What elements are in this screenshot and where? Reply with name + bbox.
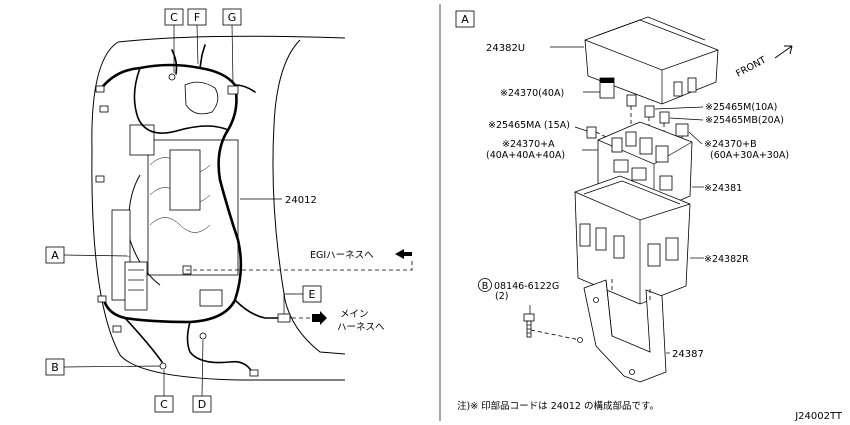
- callout-bottom-c: C: [154, 370, 174, 413]
- svg-text:A: A: [51, 249, 59, 262]
- harness-branch-3: [186, 321, 253, 373]
- label-bolt-2: (2): [495, 291, 508, 302]
- svg-text:B: B: [482, 281, 489, 292]
- body-outline: [91, 41, 345, 381]
- harness-branch-4: [124, 317, 163, 363]
- svg-text:F: F: [194, 11, 200, 24]
- bolt-circle-symbol: [478, 278, 492, 292]
- front-arrow-icon: [774, 45, 793, 59]
- label-24382U: 24382U: [486, 43, 525, 54]
- label-24370-40A: ※24370(40A): [500, 88, 564, 99]
- callout-top-g: G: [222, 8, 242, 84]
- label-24012: 24012: [285, 195, 317, 206]
- harness-branch-5: [199, 44, 206, 69]
- fuse-24370-40A: [599, 77, 615, 99]
- label-24387: 24387: [672, 349, 704, 360]
- label-25465MA: ※25465MA (15A): [488, 120, 570, 131]
- harness-branch-7: [171, 49, 178, 75]
- main-harness-connector: [277, 313, 291, 323]
- harness-branch-2: [234, 299, 291, 319]
- main-harness-arrow-icon: [312, 311, 327, 325]
- svg-text:E: E: [309, 288, 316, 301]
- intake-manifold: [169, 149, 201, 211]
- svg-text:C: C: [170, 11, 178, 24]
- label-24370B-2: (60A+30A+30A): [710, 150, 789, 161]
- svg-text:G: G: [228, 11, 237, 24]
- callout-b: B: [45, 358, 161, 376]
- bracket-24387: [577, 278, 667, 383]
- label-bolt-1: 08146-6122G: [494, 281, 559, 292]
- reservoir: [184, 81, 219, 115]
- label-24370B-1: ※24370+B: [704, 139, 757, 150]
- callout-top-c: C: [164, 8, 184, 73]
- label-front: FRONT: [734, 55, 768, 80]
- callout-bottom-d: D: [192, 339, 212, 413]
- egi-leader: [186, 258, 413, 271]
- svg-text:B: B: [51, 361, 59, 374]
- hood-edge: [117, 35, 346, 43]
- callout-e: E: [283, 285, 322, 314]
- label-25465MB: ※25465MB(20A): [705, 115, 784, 126]
- svg-text:C: C: [160, 398, 168, 411]
- label-24382R: ※24382R: [704, 254, 749, 265]
- svg-text:D: D: [198, 398, 206, 411]
- label-24370A-1: ※24370+A: [502, 139, 555, 150]
- ground-point-d: [199, 332, 207, 340]
- harness-branch-1: [133, 67, 229, 134]
- component-left: [129, 124, 155, 156]
- ground-point-b: [159, 362, 167, 370]
- label-main-harness-1: メイン: [340, 309, 369, 320]
- housing-24382R: [574, 175, 691, 305]
- egi-arrow-icon: [395, 249, 412, 259]
- callout-a: A: [45, 246, 131, 264]
- cover-24382U: [584, 16, 719, 105]
- label-24370A-2: (40A+40A+40A): [486, 150, 565, 161]
- engine-compartment-view: C F G A B C: [45, 8, 413, 413]
- harness-main: [98, 63, 243, 324]
- callout-top-f: F: [187, 8, 207, 65]
- section-letter-box: [455, 10, 475, 28]
- bolt-08146: B 08146-6122G (2): [478, 278, 581, 341]
- label-24381: ※24381: [704, 183, 742, 194]
- connector-mid: [199, 289, 223, 307]
- harness-branch-6: [234, 84, 256, 93]
- label-main-harness-2: ハーネスへ: [337, 322, 385, 333]
- relay-box-a: [124, 261, 148, 311]
- fuse-small-1: [626, 94, 637, 124]
- component-note: 注)※ 印部品コードは 24012 の構成部品です。: [457, 400, 659, 412]
- fender-edge: [272, 39, 346, 355]
- label-egi-harness: EGIハーネスへ: [310, 250, 374, 261]
- svg-text:A: A: [461, 13, 469, 26]
- fuse-box-exploded-view: A FRONT 24382U ※24370(40A): [455, 10, 793, 412]
- ground-point: [168, 73, 176, 81]
- diagram-code: J24002TT: [794, 411, 843, 422]
- label-25465M: ※25465M(10A): [705, 102, 777, 113]
